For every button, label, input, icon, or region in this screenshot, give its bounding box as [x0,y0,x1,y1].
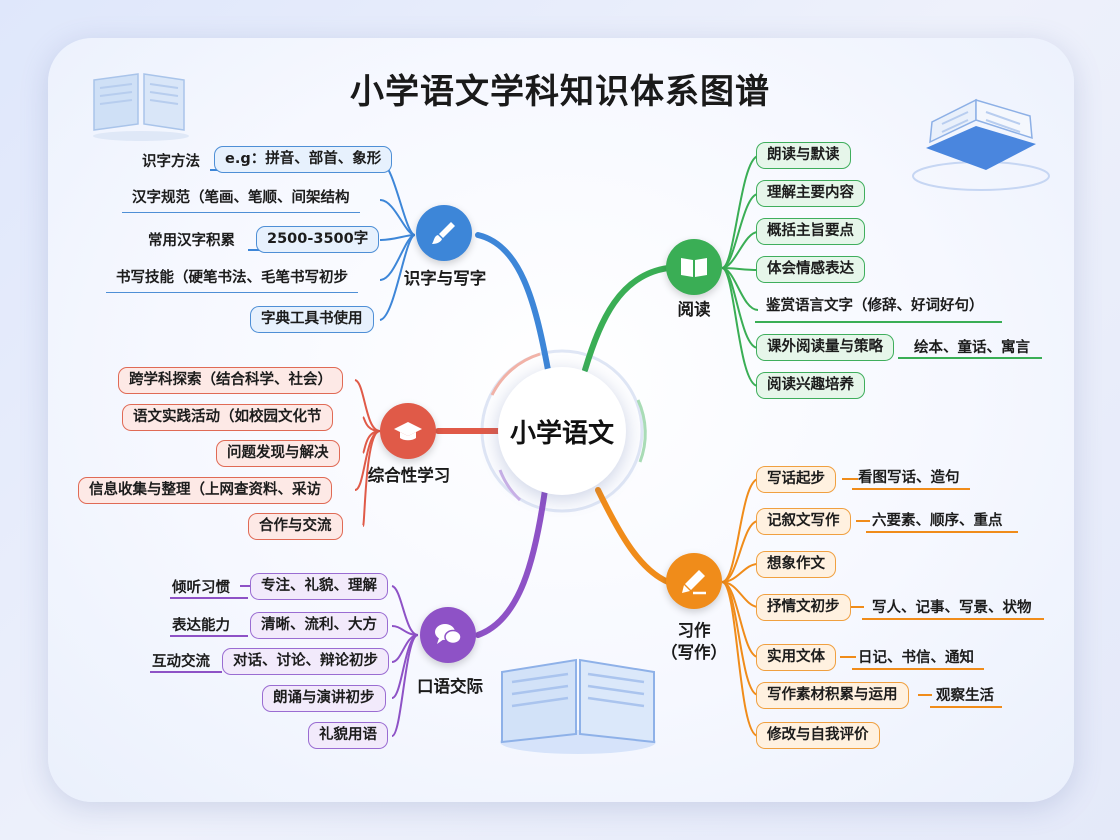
comprehensive-item-4: 信息收集与整理（上网查资料、采访 [78,477,332,504]
book-illustration-bottom [500,658,656,754]
writing-item-1-detail: 看图写话、造句 [858,470,960,486]
reading-item-4: 体会情感表达 [756,256,865,283]
oral-item-3: 互动交流 [152,654,210,670]
reading-item-7: 阅读兴趣培养 [756,372,865,399]
branch-label-writing-line2: （写作） [661,643,727,662]
writing-item-4: 抒情文初步 [756,594,851,621]
literacy-item-1-detail: e.g：拼音、部首、象形 [214,146,393,173]
reading-hub [666,239,722,295]
oral-item-2: 表达能力 [172,618,230,634]
writing-item-2: 记叙文写作 [756,508,851,535]
branch-label-reading: 阅读 [677,300,711,319]
writing-item-1: 写话起步 [756,466,836,493]
literacy-item-3-detail: 2500-3500字 [256,226,380,253]
comprehensive-hub [380,403,436,459]
branch-label-comprehensive: 综合性学习 [367,466,451,485]
paintbrush-icon [432,222,455,244]
writing-item-6: 写作素材积累与运用 [756,682,909,709]
reading-item-1: 朗读与默读 [756,142,851,169]
writing-item-5: 实用文体 [756,644,836,671]
literacy-item-2: 汉字规范（笔画、笔顺、间架结构 [122,186,360,213]
center-node: 小学语文 [498,367,626,495]
reading-item-5: 鉴赏语言文字（修辞、好词好句） [766,298,984,314]
branch-label-writing-line1: 习作 [677,621,711,640]
branch-label-oral: 口语交际 [417,677,483,696]
reading-item-6: 课外阅读量与策略 [756,334,894,361]
literacy-item-3: 常用汉字积累 [148,233,235,249]
writing-item-2-detail: 六要素、顺序、重点 [872,513,1003,529]
oral-hub [420,607,476,663]
writing-item-5-detail: 日记、书信、通知 [858,650,974,666]
literacy-item-1: 识字方法 [142,154,200,170]
oral-item-1-detail: 专注、礼貌、理解 [250,573,388,600]
comprehensive-item-1: 跨学科探索（结合科学、社会） [118,367,343,394]
writing-hub [666,553,722,609]
oral-item-2-detail: 清晰、流利、大方 [250,612,388,639]
reading-item-6-detail: 绘本、童话、寓言 [914,340,1030,356]
graduation-cap-icon [394,422,422,441]
reading-item-2: 理解主要内容 [756,180,865,207]
oral-item-1: 倾听习惯 [172,580,230,596]
branch-label-literacy: 识字与写字 [403,269,487,288]
writing-item-3: 想象作文 [756,551,836,578]
pencil-icon [682,570,706,595]
comprehensive-item-5: 合作与交流 [248,513,343,540]
speech-bubbles-icon [435,624,462,645]
reading-item-3: 概括主旨要点 [756,218,865,245]
book-illustration-top-right [912,98,1050,191]
writing-item-4-detail: 写人、记事、写景、状物 [872,600,1032,616]
oral-item-5: 礼貌用语 [308,722,388,749]
oral-item-4: 朗诵与演讲初步 [262,685,386,712]
page-title: 小学语文学科知识体系图谱 [350,72,770,112]
writing-item-6-detail: 观察生活 [936,688,994,704]
book-illustration-top-left [93,73,189,141]
oral-item-3-detail: 对话、讨论、辩论初步 [222,648,389,675]
comprehensive-item-2: 语文实践活动（如校园文化节 [122,404,333,431]
comprehensive-item-3: 问题发现与解决 [216,440,340,467]
writing-item-7: 修改与自我评价 [756,722,880,749]
open-book-icon [681,258,707,277]
literacy-item-5: 字典工具书使用 [250,306,374,333]
literacy-item-4: 书写技能（硬笔书法、毛笔书写初步 [106,266,358,293]
literacy-hub [416,205,472,261]
